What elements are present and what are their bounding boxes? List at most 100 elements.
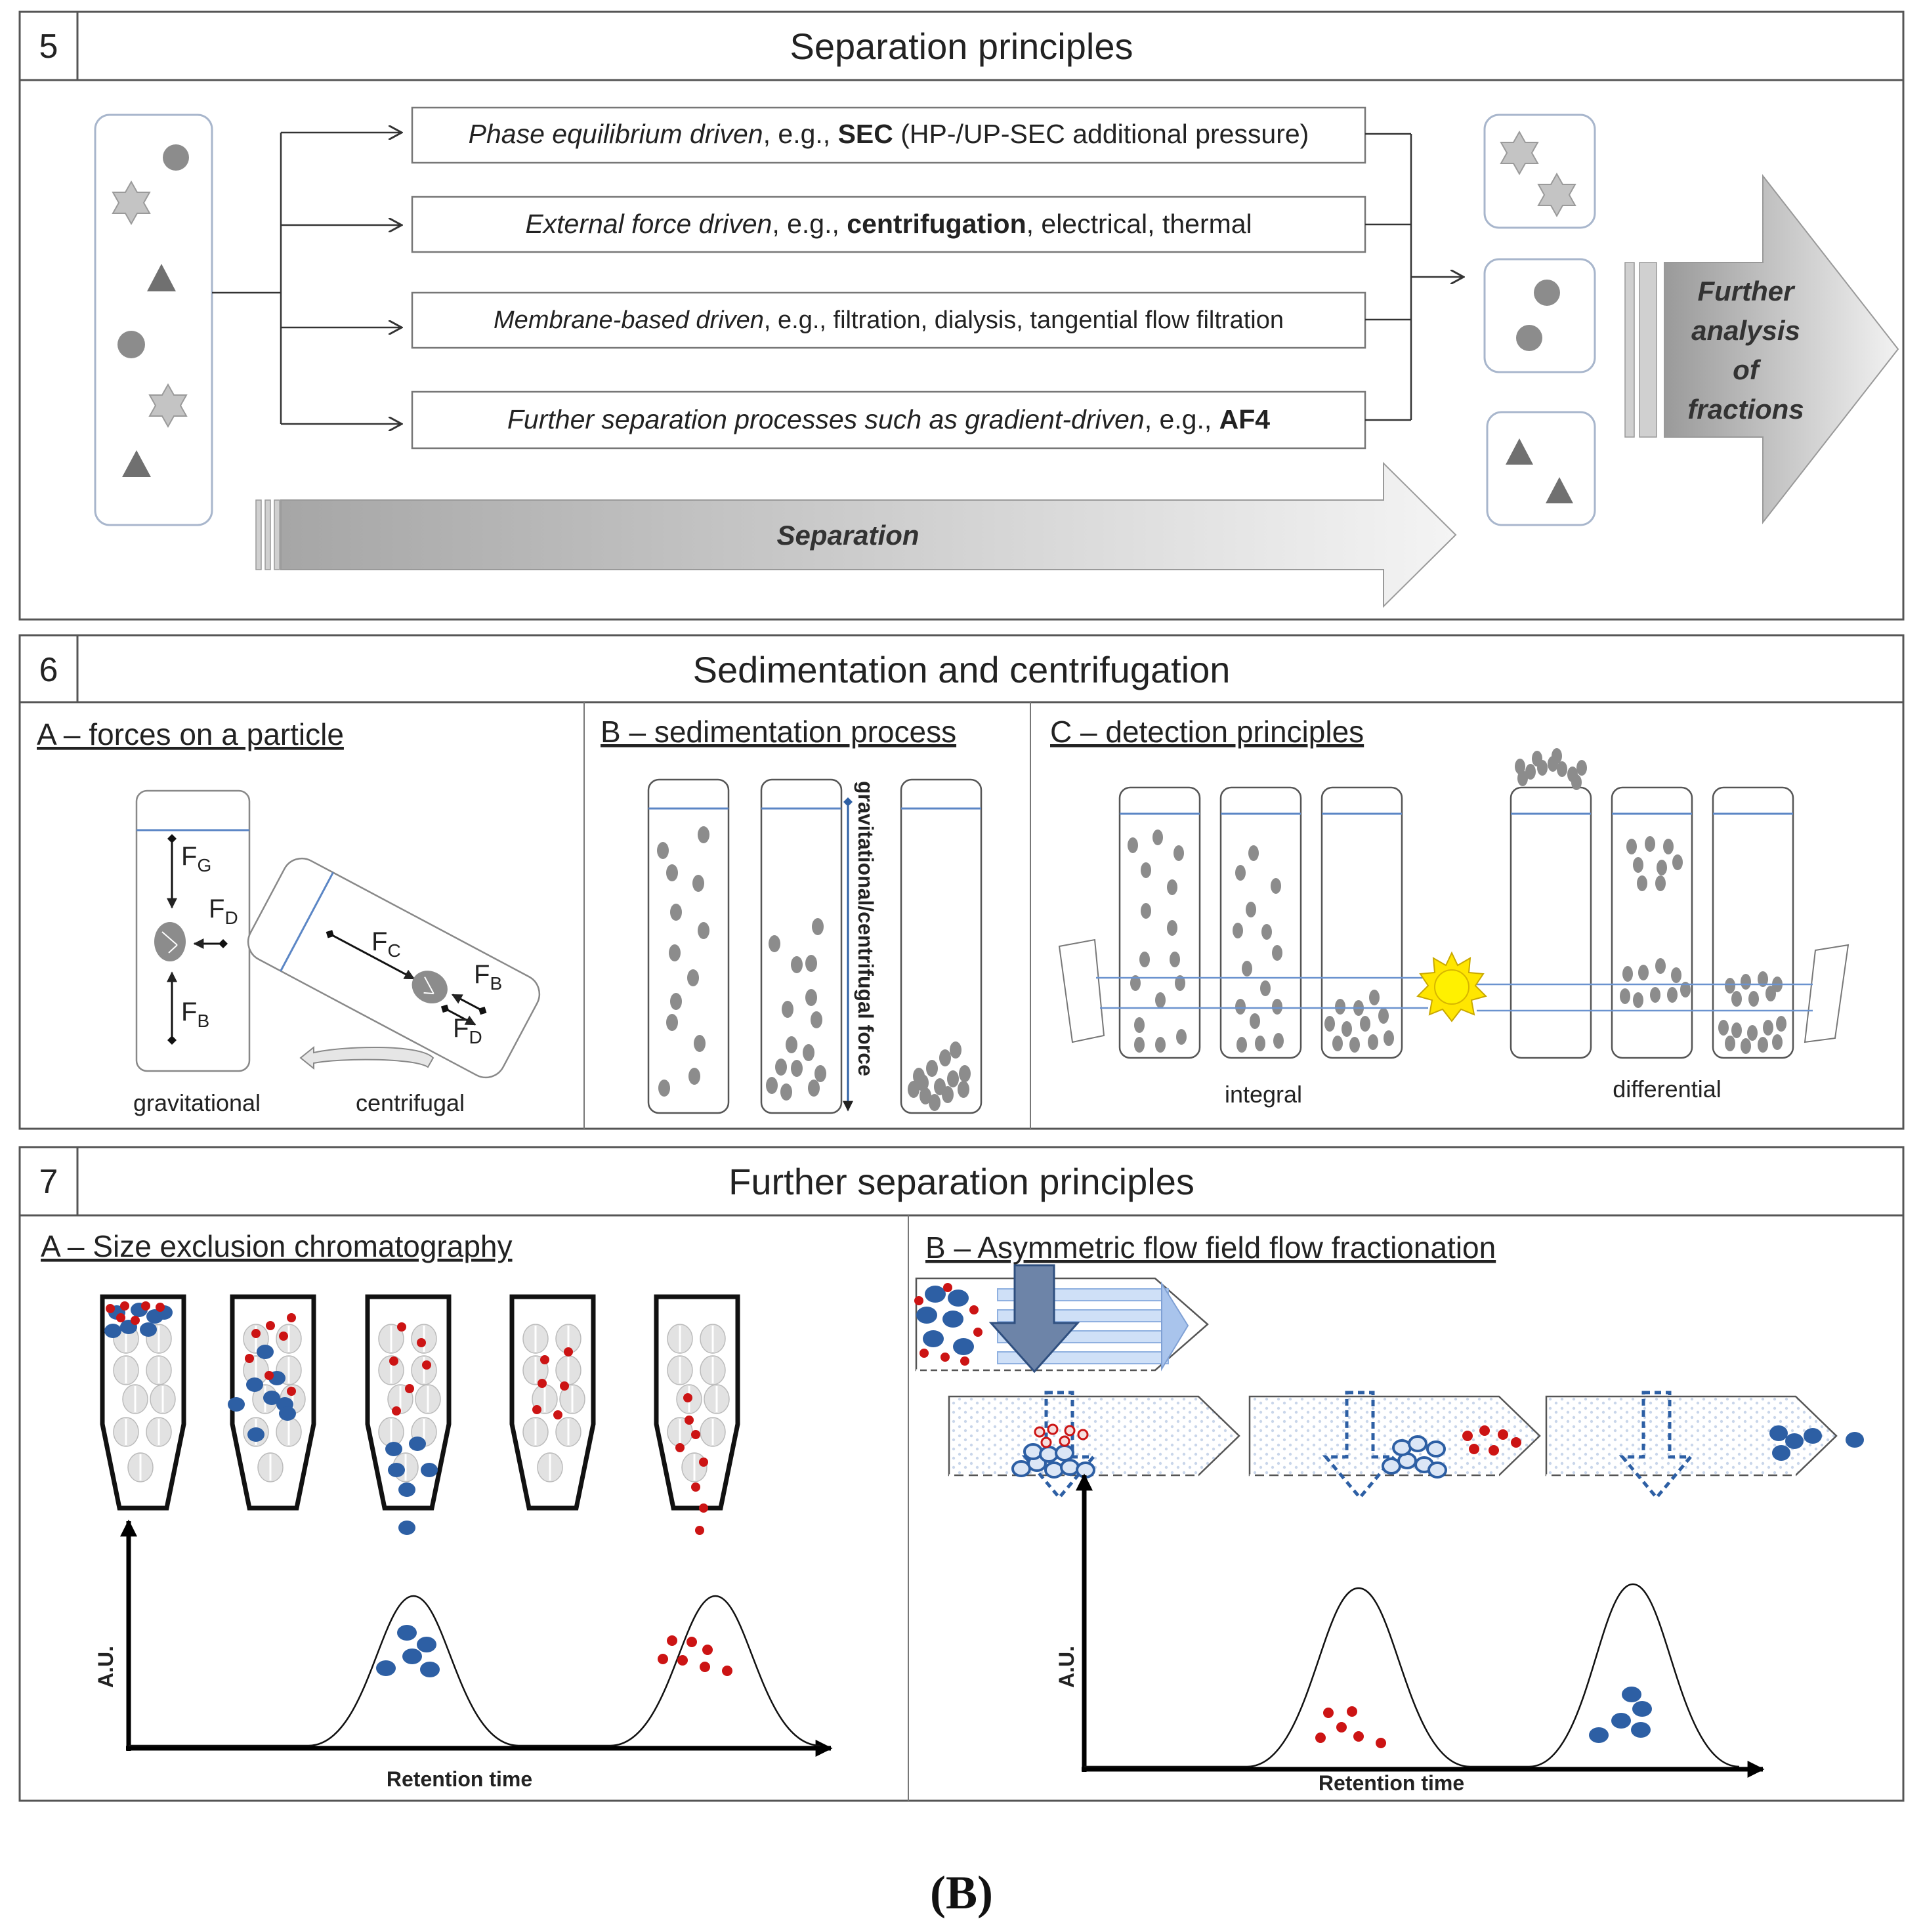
af4-blue-particle xyxy=(1772,1445,1790,1461)
detection-particle xyxy=(1718,1020,1729,1036)
sec-red-particle xyxy=(695,1526,704,1535)
sec-red-particle xyxy=(691,1482,700,1492)
detection-particle xyxy=(1236,1037,1247,1053)
sediment-particle xyxy=(812,918,824,935)
detection-particle xyxy=(1748,991,1759,1007)
detection-particle xyxy=(1272,999,1282,1015)
detection-particle xyxy=(1557,761,1567,777)
sec-red-particle xyxy=(156,1303,165,1312)
subpanel-6a: A – forces on a particle FG FD FB gravit… xyxy=(37,717,541,1116)
detection-particle xyxy=(1638,965,1649,980)
sediment-particle xyxy=(808,1080,820,1097)
svg-text:FD: FD xyxy=(209,894,238,928)
sec-column-5 xyxy=(654,1294,740,1511)
detection-particle xyxy=(1731,1022,1742,1038)
detection-particle xyxy=(1130,975,1141,991)
af4-blue-particle xyxy=(1408,1435,1427,1452)
sediment-particle xyxy=(959,1065,971,1082)
svg-text:FC: FC xyxy=(371,927,401,961)
porous-bead-icon xyxy=(559,1384,585,1414)
detection-particle xyxy=(1139,952,1150,967)
star-particle xyxy=(148,383,188,429)
sec-red-particle xyxy=(106,1304,115,1313)
detection-particle xyxy=(1576,760,1587,776)
sediment-particle xyxy=(666,864,678,881)
detection-particle xyxy=(1622,966,1633,982)
section-6-number: 6 xyxy=(39,651,58,689)
detection-particle xyxy=(1758,971,1768,987)
svg-text:External force driven, e.g., c: External force driven, e.g., centrifugat… xyxy=(525,209,1252,239)
sediment-particle xyxy=(782,1001,793,1018)
detection-particle xyxy=(1170,952,1180,967)
porous-bead-icon xyxy=(276,1417,302,1447)
sediment-particle xyxy=(666,1014,678,1031)
af4-blue-particle xyxy=(1039,1446,1059,1463)
sec-red-particle xyxy=(266,1321,275,1330)
sediment-particle xyxy=(958,1081,969,1098)
detection-particle xyxy=(1571,774,1582,790)
force-direction-label: gravitational/centrifugal force xyxy=(854,781,877,1076)
af4-red-particle xyxy=(1511,1437,1521,1448)
caption-differential: differential xyxy=(1613,1076,1721,1102)
detection-particle xyxy=(1273,1033,1284,1049)
sec-red-particle xyxy=(699,1503,708,1513)
svg-text:FB: FB xyxy=(181,998,209,1031)
detection-particle xyxy=(1655,875,1666,891)
sec-column-1 xyxy=(100,1294,186,1511)
cross-flow-arrow-icon xyxy=(1322,1391,1398,1500)
detection-particle xyxy=(1657,860,1667,875)
sec-red-particle xyxy=(699,1458,708,1467)
triangle-particle xyxy=(147,264,176,291)
particle-gravitational xyxy=(154,922,186,961)
porous-bead-icon xyxy=(276,1324,302,1354)
detection-particle xyxy=(1671,967,1681,983)
section-7-title: Further separation principles xyxy=(729,1161,1194,1202)
detection-particle xyxy=(1235,865,1246,881)
af4-channel-2 xyxy=(1248,1391,1541,1500)
triangle-particle xyxy=(122,450,151,477)
sec-blue-particle xyxy=(398,1482,415,1497)
detection-particle xyxy=(1725,1036,1735,1051)
sediment-particle xyxy=(657,842,669,859)
detection-particle xyxy=(1680,982,1691,998)
section-5-number: 5 xyxy=(39,28,58,66)
sediment-particle xyxy=(811,1011,822,1028)
sediment-particle xyxy=(670,993,682,1010)
sec-blue-particle xyxy=(388,1463,405,1477)
detection-particle xyxy=(1776,1016,1786,1032)
sec-peak2-red-particles xyxy=(658,1635,732,1676)
method-box-external-force: External force driven, e.g., centrifugat… xyxy=(411,196,1366,253)
sediment-particle xyxy=(814,1065,826,1082)
af4-red-particle xyxy=(1040,1437,1052,1448)
detection-particle xyxy=(1747,1025,1758,1041)
detection-particle xyxy=(1141,862,1151,878)
detection-particle xyxy=(1250,1013,1260,1029)
porous-bead-icon xyxy=(667,1355,693,1385)
af4-separation-channels xyxy=(948,1391,1864,1500)
detection-particle xyxy=(1369,990,1380,1005)
sediment-particle xyxy=(947,1070,959,1087)
porous-bead-icon xyxy=(537,1452,563,1482)
detection-particle xyxy=(1384,1030,1394,1046)
sediment-tube-dispersed xyxy=(657,826,709,1097)
detection-particle xyxy=(1128,837,1138,853)
further-analysis-line-2: analysis xyxy=(1691,315,1800,346)
star-particle xyxy=(112,180,151,226)
af4-blue-particle xyxy=(1426,1440,1446,1458)
rotation-arrow-icon xyxy=(299,1045,434,1070)
af4-chromatogram-curve xyxy=(1084,1583,1740,1768)
sec-blue-particle xyxy=(246,1377,263,1392)
detection-particle xyxy=(1725,978,1735,994)
detection-particle xyxy=(1324,1016,1335,1032)
subpanel-6c: C – detection principles xyxy=(1050,715,1849,1108)
sec-red-particle xyxy=(389,1356,398,1366)
detection-particle xyxy=(1134,1017,1145,1033)
sec-red-particle xyxy=(287,1387,296,1396)
svg-text:Membrane-based driven, e.g., f: Membrane-based driven, e.g., filtration,… xyxy=(494,306,1284,334)
sediment-particle xyxy=(766,1077,778,1094)
sec-chromatogram-curve xyxy=(129,1595,821,1747)
subpanel-7a: A – Size exclusion chromatography xyxy=(41,1229,833,1791)
porous-bead-icon xyxy=(415,1384,441,1414)
detection-particle xyxy=(1633,857,1643,873)
detector-right xyxy=(1804,944,1849,1043)
